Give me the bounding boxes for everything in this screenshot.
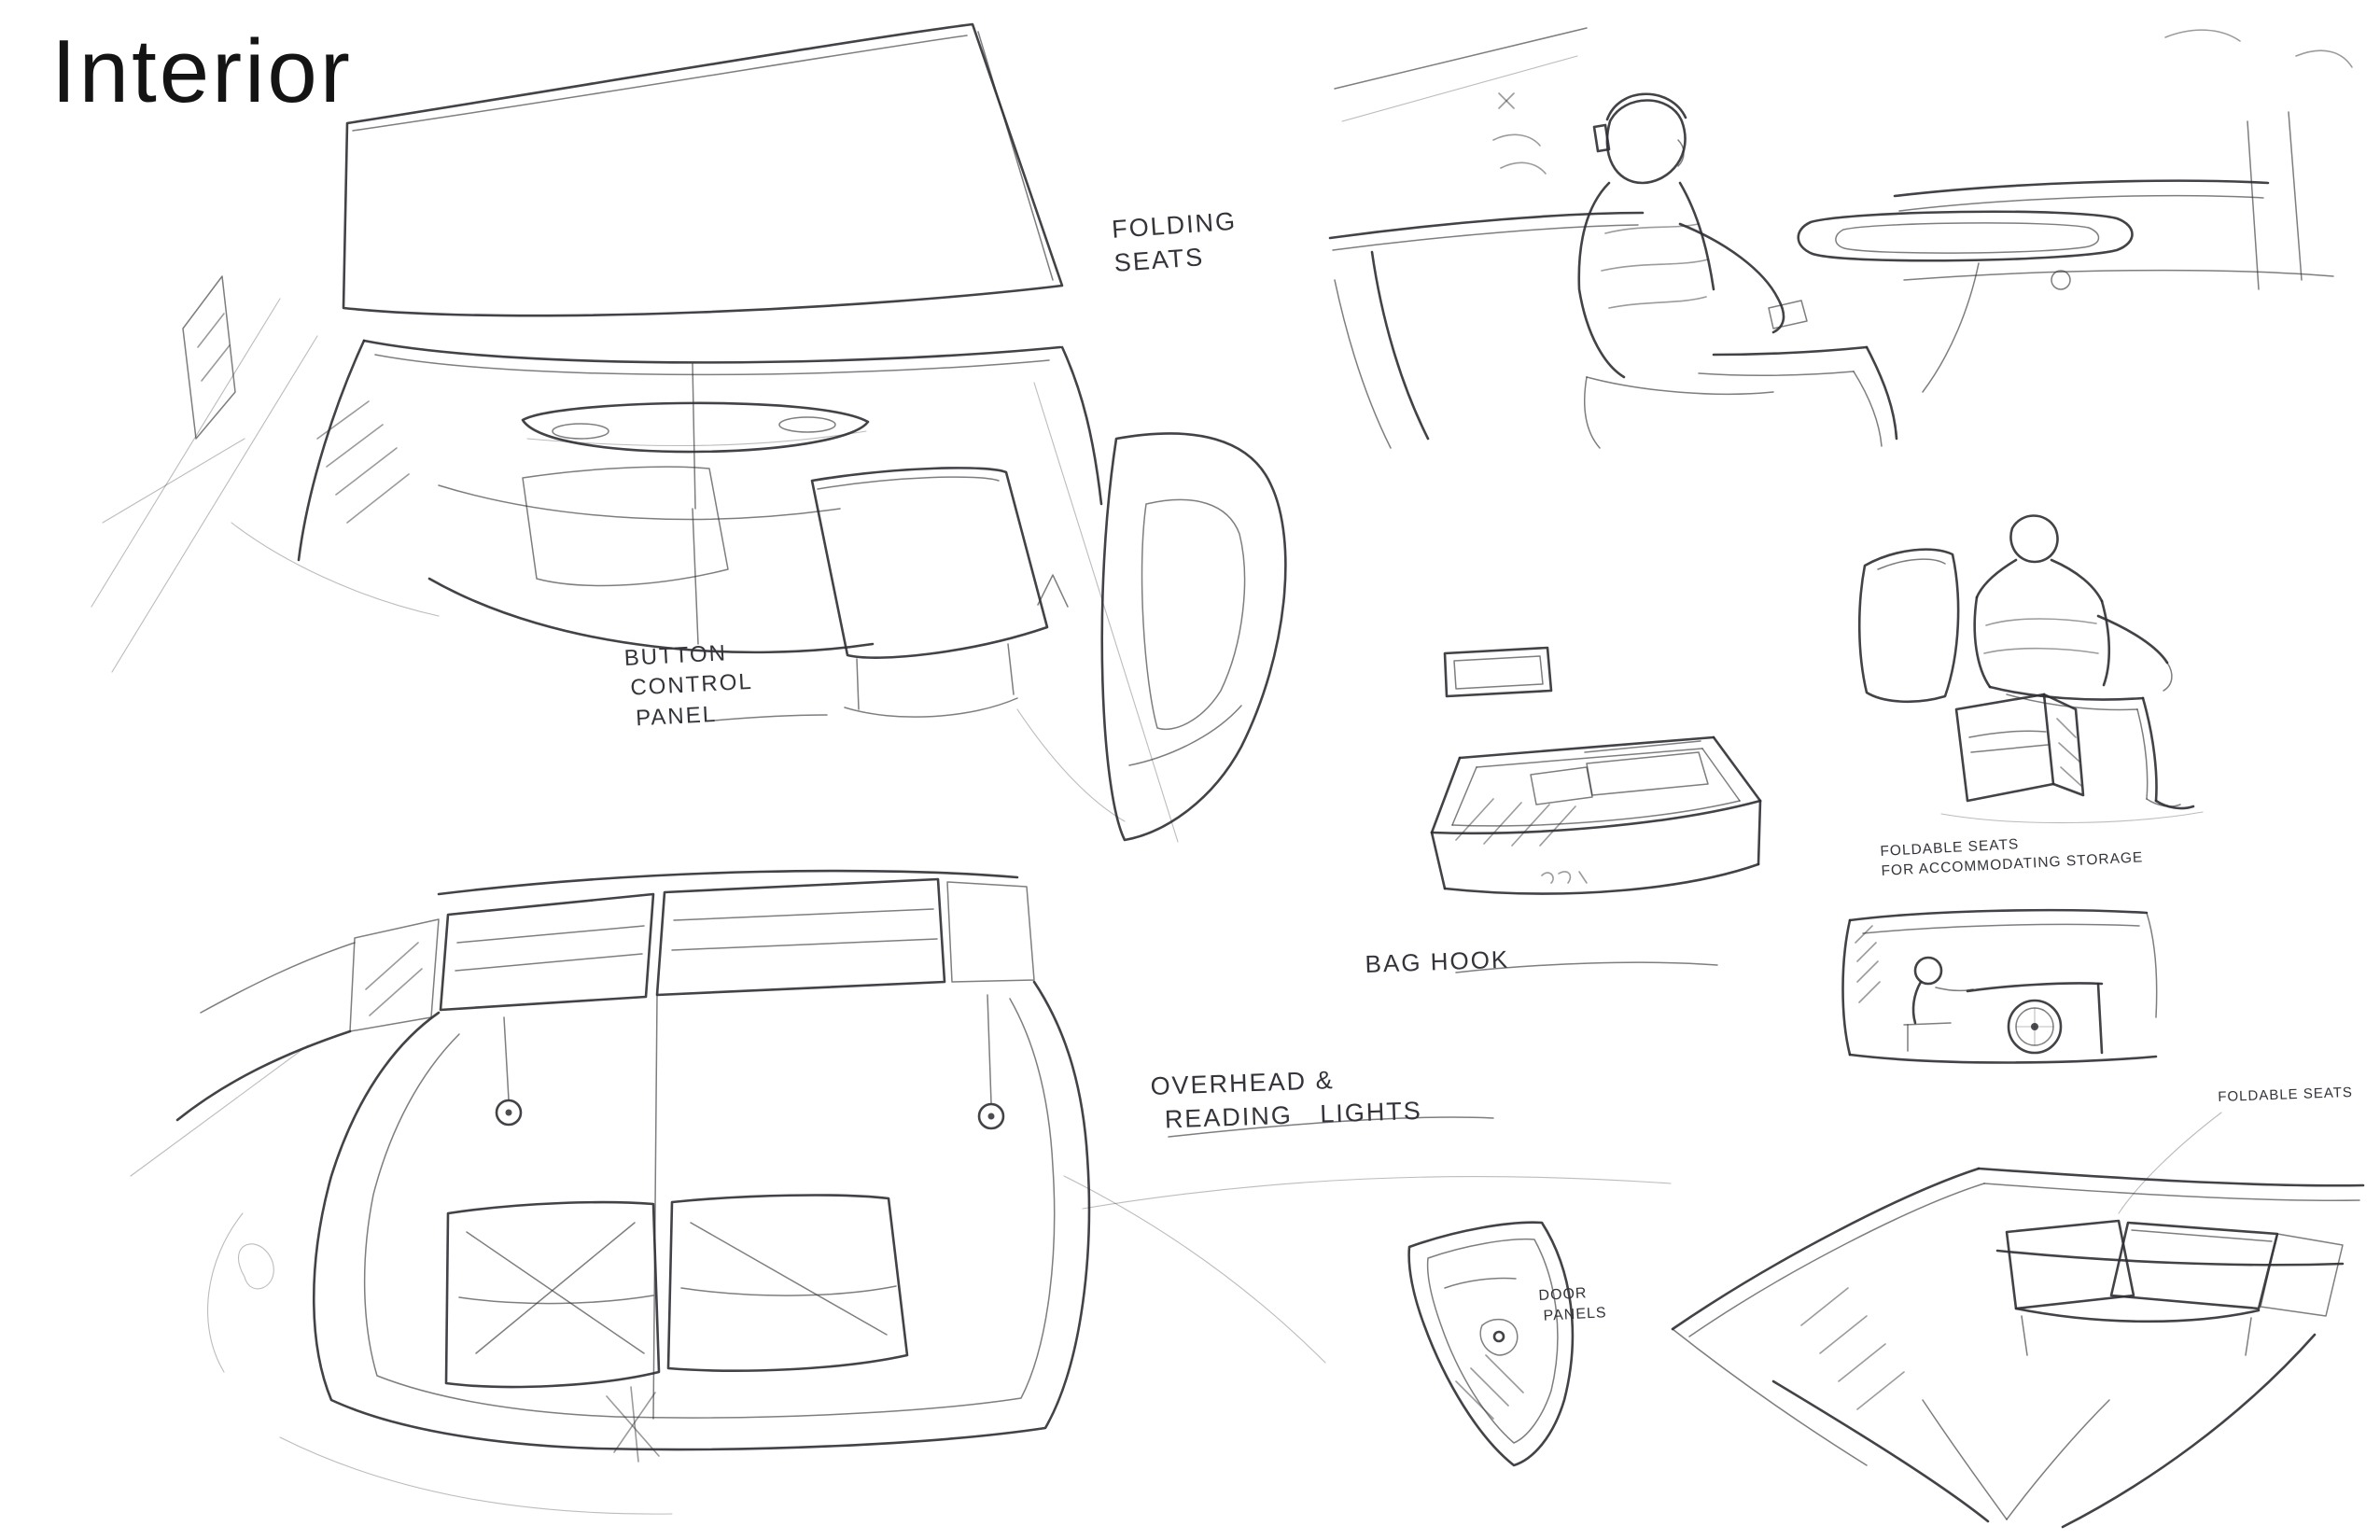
- annotation-line: BAG HOOK: [1365, 945, 1510, 978]
- sketch-cabin-overhead-view: [91, 22, 1287, 843]
- page-title: Interior: [51, 21, 353, 121]
- annotation-overhead-reading-lights: OVERHEAD & READING LIGHTS: [1150, 1060, 1422, 1138]
- annotation-button-control-panel: BUTTON CONTROL PANEL: [623, 637, 755, 735]
- annotation-line: CONTROL: [629, 669, 754, 702]
- annotation-line: PANELS: [1543, 1304, 1607, 1324]
- sketch-door-panel: [1407, 1221, 1575, 1467]
- sketch-foldable-seat-person: [1857, 514, 2204, 824]
- sketch-cabin-floor-folded-seats: [130, 869, 1091, 1463]
- sketch-table-scene: [1841, 908, 2158, 1064]
- signature-scribble: [1541, 871, 1588, 884]
- sketch-wraparound-bench: [1671, 1112, 2365, 1529]
- annotation-bag-hook: BAG HOOK: [1365, 944, 1510, 981]
- sketch-lounge-module: [1430, 646, 1762, 895]
- sketch-seated-passenger-scene: [1328, 27, 2353, 449]
- annotation-line: PANEL: [635, 701, 718, 732]
- sketch-flourish-lines: [207, 714, 1718, 1515]
- annotation-door-panels: DOOR PANELS: [1538, 1282, 1607, 1326]
- annotation-folding-seats: FOLDING SEATS: [1111, 204, 1240, 281]
